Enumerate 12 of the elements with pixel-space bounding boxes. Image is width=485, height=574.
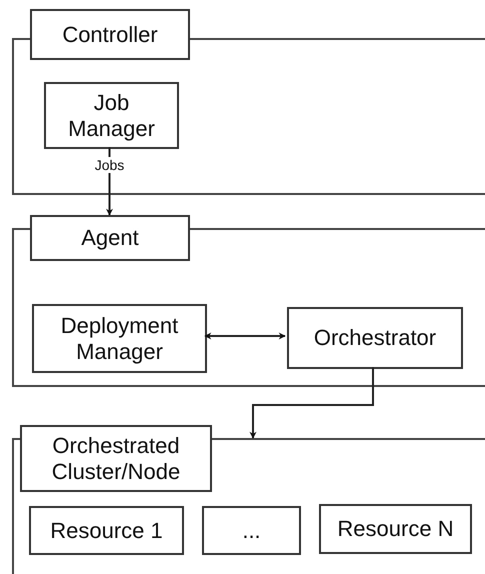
component-box: Deployment Manager [32, 304, 207, 373]
component-box: Resource 1 [29, 506, 184, 555]
component-box: Orchestrator [287, 307, 463, 369]
component-box: Orchestrated Cluster/Node [20, 425, 212, 492]
arrow [204, 332, 286, 340]
component-box: Agent [30, 215, 190, 261]
component-box: Resource N [319, 504, 472, 554]
component-box: Controller [30, 9, 190, 60]
component-box: ... [202, 506, 301, 555]
arrow [250, 367, 374, 439]
edge-label: Jobs [94, 157, 126, 174]
component-box: Job Manager [44, 82, 179, 149]
